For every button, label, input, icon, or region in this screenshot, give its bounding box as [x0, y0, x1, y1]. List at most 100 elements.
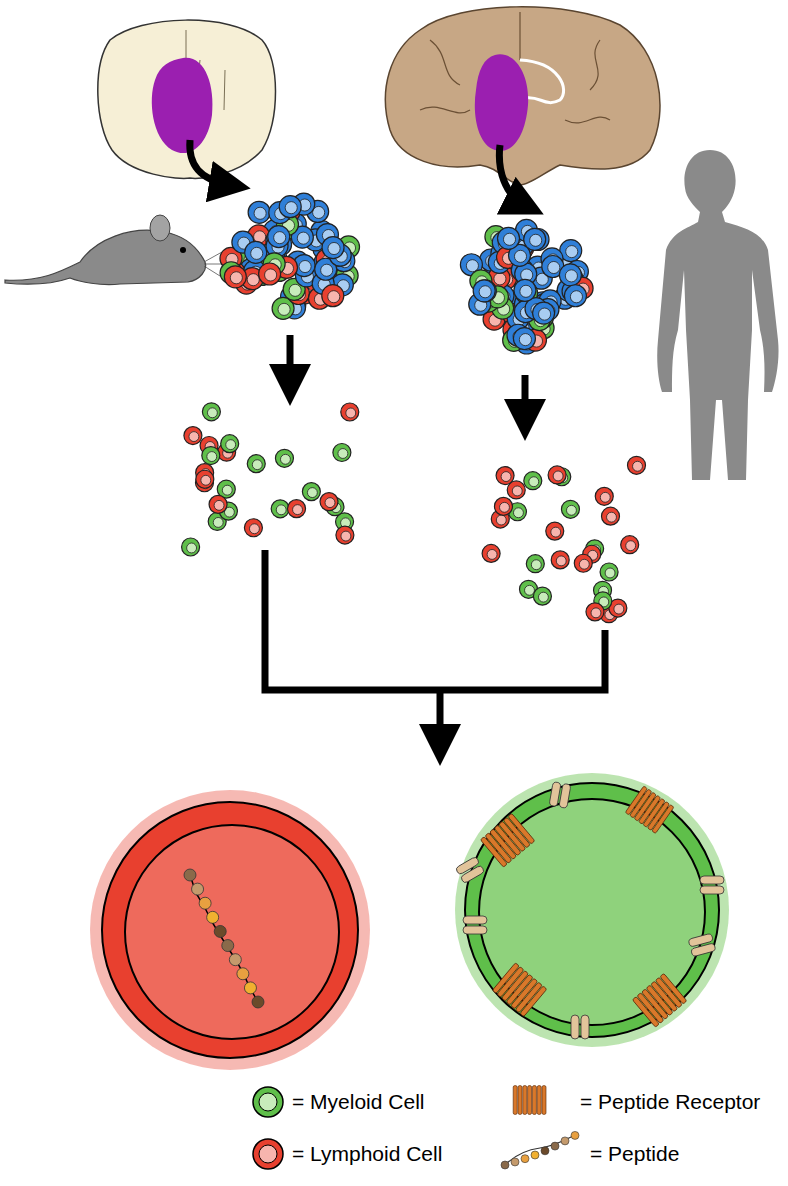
cell-nucleus	[328, 242, 340, 254]
cell	[202, 447, 220, 465]
cell-nucleus	[605, 568, 615, 578]
cell-nucleus	[496, 515, 506, 525]
peptide-bead	[207, 911, 219, 923]
membrane-protein	[463, 916, 487, 934]
receptor	[625, 786, 674, 834]
sorted-cells	[182, 403, 646, 623]
receptor	[513, 1086, 546, 1115]
cell-nucleus	[501, 472, 511, 482]
cell-nucleus	[633, 461, 643, 471]
peptide-bead	[237, 968, 249, 980]
cell	[600, 563, 618, 581]
cell	[196, 470, 214, 488]
cell	[494, 497, 512, 515]
cell-nucleus	[529, 477, 539, 487]
cell-nucleus	[254, 207, 266, 219]
receptor	[632, 973, 687, 1027]
peptide-bead	[184, 869, 196, 881]
cell-nucleus	[600, 492, 610, 502]
cell	[202, 403, 220, 421]
cell-nucleus	[626, 541, 636, 551]
cell	[627, 456, 645, 474]
cell	[482, 544, 500, 562]
cell-nucleus	[338, 449, 348, 459]
cell-nucleus	[500, 502, 510, 512]
cell-nucleus	[579, 559, 589, 569]
cell-nucleus	[222, 485, 232, 495]
mouse	[5, 215, 224, 285]
cell-nucleus	[566, 505, 576, 515]
legend-label: = Lymphoid Cell	[292, 1141, 442, 1166]
legend-label: = Peptide	[590, 1141, 679, 1166]
cell	[595, 487, 613, 505]
cell-nucleus	[466, 260, 478, 272]
cell-nucleus	[289, 284, 301, 296]
cell-nucleus	[187, 543, 197, 553]
cell	[496, 467, 514, 485]
membrane-protein	[549, 782, 571, 809]
human-brain	[385, 7, 660, 205]
cell	[259, 263, 281, 285]
cell	[533, 302, 555, 324]
membrane-protein	[688, 933, 716, 957]
membrane-protein	[571, 1015, 589, 1039]
membrane-protein	[455, 856, 485, 884]
cell	[322, 285, 344, 307]
peptide-bead	[252, 996, 264, 1008]
cell-nucleus	[530, 234, 542, 246]
cell	[302, 483, 320, 501]
cell	[245, 241, 267, 263]
cell	[336, 526, 354, 544]
cell-nucleus	[189, 432, 199, 442]
cell-nucleus	[252, 460, 262, 470]
cell-nucleus	[531, 560, 541, 570]
merge-arrow	[437, 690, 444, 745]
mouse-brain	[98, 20, 276, 185]
cell-nucleus	[570, 291, 582, 303]
cell	[524, 472, 542, 490]
peptide-bead	[192, 883, 204, 895]
cell	[268, 226, 290, 248]
cell-nucleus	[539, 308, 551, 320]
cell-nucleus	[556, 556, 566, 566]
cell-nucleus	[274, 232, 286, 244]
myeloid-cell-large	[455, 773, 729, 1047]
down-arrow	[522, 375, 529, 420]
cell-nucleus	[214, 500, 224, 510]
cell	[288, 500, 306, 518]
cell	[322, 237, 344, 259]
cell-nucleus	[328, 291, 340, 303]
cell	[621, 536, 639, 554]
cell-nucleus	[503, 233, 515, 245]
cell-nucleus	[607, 512, 617, 522]
cell	[551, 551, 569, 569]
cell	[279, 196, 301, 218]
cell	[586, 603, 604, 621]
human-silhouette	[657, 150, 778, 480]
legend-label: = Myeloid Cell	[292, 1089, 424, 1114]
cell	[561, 500, 579, 518]
cell-nucleus	[341, 531, 351, 541]
cell-nucleus	[230, 272, 242, 284]
cell	[244, 519, 262, 537]
cell-nucleus	[247, 274, 259, 286]
cell-nucleus	[513, 508, 523, 518]
cell-nucleus	[299, 260, 311, 272]
cell-nucleus	[538, 592, 548, 602]
cell-nucleus	[280, 454, 290, 464]
cell	[224, 266, 246, 288]
cell-nucleus	[591, 608, 601, 618]
cell	[564, 285, 586, 307]
cell-nucleus	[307, 488, 317, 498]
cell	[498, 227, 520, 249]
legend-peptide-icon	[501, 1131, 579, 1169]
cell-nucleus	[213, 517, 223, 527]
cell-nucleus	[321, 264, 333, 276]
cell	[247, 455, 265, 473]
cell-nucleus	[201, 475, 211, 485]
cell	[341, 403, 359, 421]
cell-nucleus	[512, 486, 522, 496]
cell	[320, 493, 338, 511]
cell-nucleus	[207, 452, 217, 462]
